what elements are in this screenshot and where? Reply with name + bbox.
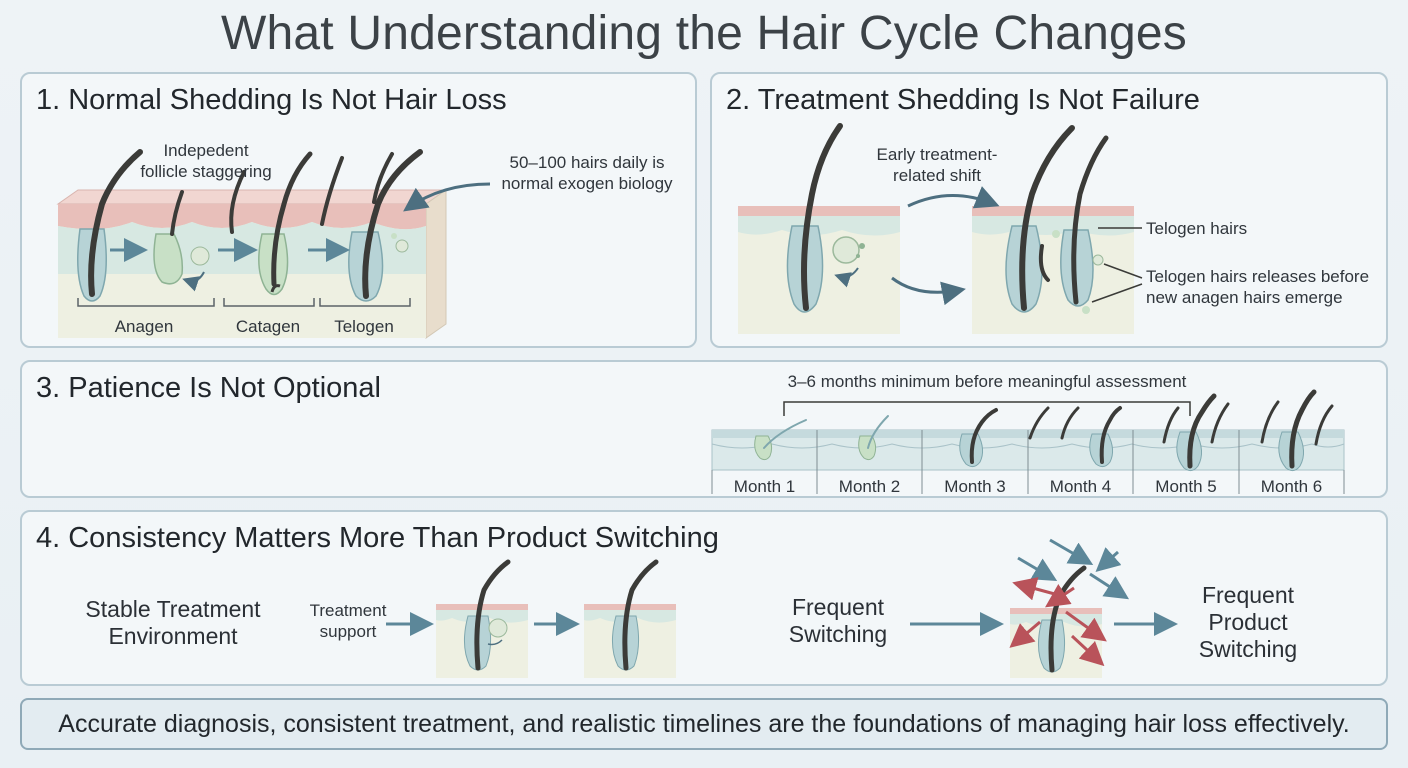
panel-2-heading: 2. Treatment Shedding Is Not Failure bbox=[726, 84, 1200, 116]
assessment-window-label: 3–6 months minimum before meaningful ass… bbox=[787, 372, 1187, 391]
daily-shedding-note: 50–100 hairs daily is normal exogen biol… bbox=[501, 153, 673, 193]
phase-label-anagen: Anagen bbox=[114, 317, 174, 336]
hair-cycle-skin-diagram bbox=[56, 149, 491, 339]
month-4-label: Month 4 bbox=[1049, 477, 1112, 496]
stable-environment-label: Stable Treatment Environment bbox=[85, 596, 261, 649]
month-5-label: Month 5 bbox=[1155, 477, 1217, 496]
frequent-switching-label: Frequent Switching bbox=[788, 594, 888, 647]
month-1-label: Month 1 bbox=[733, 477, 796, 496]
treatment-shift-note: Early treatment-related shift bbox=[876, 145, 998, 185]
six-month-timeline bbox=[711, 389, 1345, 494]
panel-treatment-shedding: 2. Treatment Shedding Is Not Failure bbox=[710, 72, 1388, 348]
summary-footer: Accurate diagnosis, consistent treatment… bbox=[20, 698, 1388, 750]
panel-3-heading: 3. Patience Is Not Optional bbox=[36, 372, 381, 404]
telogen-hairs-note: Telogen hairs bbox=[1146, 219, 1248, 238]
follicle-staggering-note: Indepedent follicle staggering bbox=[140, 141, 272, 181]
panel-1-heading: 1. Normal Shedding Is Not Hair Loss bbox=[36, 84, 507, 116]
telogen-release-note: Telogen hairs releases before new anagen… bbox=[1146, 267, 1370, 307]
phase-label-catagen: Catagen bbox=[235, 317, 301, 336]
phase-label-telogen: Telogen bbox=[334, 317, 394, 336]
month-3-label: Month 3 bbox=[944, 477, 1006, 496]
panel-normal-shedding: 1. Normal Shedding Is Not Hair Loss bbox=[20, 72, 697, 348]
panel-4-heading: 4. Consistency Matters More Than Product… bbox=[36, 522, 719, 554]
page-title: What Understanding the Hair Cycle Change… bbox=[220, 7, 1188, 60]
product-switching-outcome-label: Frequent Product Switching bbox=[1198, 582, 1298, 662]
panel-consistency: 4. Consistency Matters More Than Product… bbox=[20, 510, 1388, 686]
consistency-vs-switching-diagram bbox=[386, 538, 1178, 678]
treatment-support-label: Treatment support bbox=[309, 601, 387, 641]
month-2-label: Month 2 bbox=[838, 477, 901, 496]
month-6-label: Month 6 bbox=[1260, 477, 1323, 496]
treatment-shedding-diagram bbox=[738, 123, 1143, 334]
panel-patience: 3. Patience Is Not Optional bbox=[20, 360, 1388, 498]
